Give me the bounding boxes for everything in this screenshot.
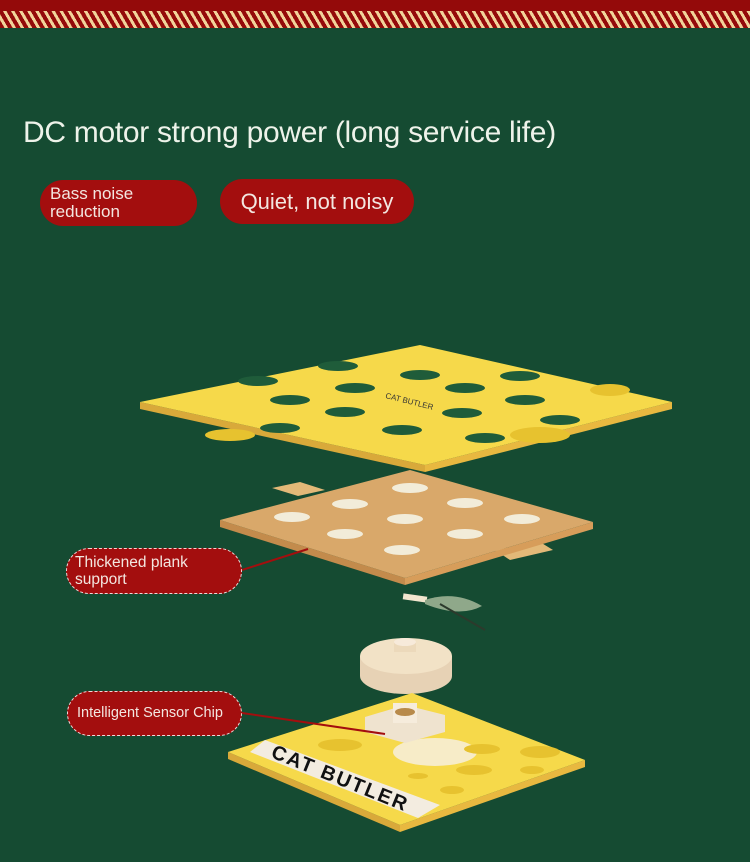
callout-thickened-plank: Thickened plank support	[66, 548, 242, 594]
callout-line-plank	[241, 548, 309, 571]
cork-plank-board	[220, 470, 593, 585]
bottom-cheese-base: CAT BUTLER	[228, 693, 585, 832]
top-red-band	[0, 0, 750, 11]
badge-bass-noise-reduction: Bass noise reduction	[40, 180, 197, 226]
badge-quiet: Quiet, not noisy	[220, 179, 414, 224]
feather-toy	[402, 593, 486, 631]
callout-line-chip	[241, 712, 386, 735]
motor-disk	[360, 638, 452, 694]
callout-sensor-chip: Intelligent Sensor Chip	[67, 691, 242, 736]
headline: DC motor strong power (long service life…	[23, 116, 556, 149]
top-cheese-board: CAT BUTLER	[140, 345, 672, 472]
striped-border	[0, 11, 750, 28]
